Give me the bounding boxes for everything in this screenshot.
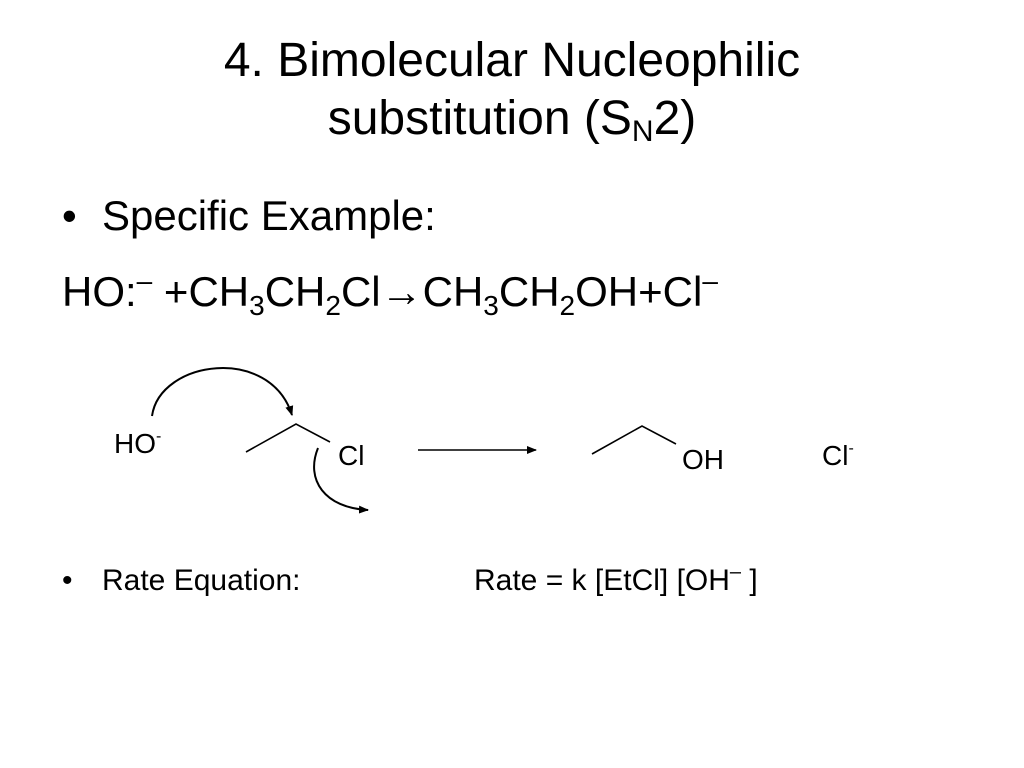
eq-sub-2: 2 (325, 290, 341, 321)
chloroethane-skeleton (245, 423, 331, 453)
rate-equation-formula: Rate = k [EtCl] [OH– ] (474, 561, 758, 598)
rate-formula-prefix: Rate = k [EtCl] [OH (474, 564, 730, 597)
rate-formula-charge: – (729, 561, 742, 583)
bullet-marker: • (62, 192, 77, 239)
eq-sub-1: 3 (249, 290, 265, 321)
reaction-equation: HO:– +CH3CH2Cl→CH3CH2OH+Cl– (62, 265, 718, 320)
title-line-2-prefix: substitution (S (327, 92, 632, 145)
eq-part-6: OH+Cl (575, 268, 703, 315)
title-line-2: substitution (SN2) (0, 90, 1024, 148)
title-line-2-suffix: 2) (653, 92, 697, 145)
specific-example-label: Specific Example: (102, 192, 436, 239)
eq-part-2: CH (264, 268, 326, 315)
eq-nucleophile: HO: (62, 268, 137, 315)
eq-part-3: Cl (340, 268, 381, 315)
curved-arrow-leaving-group (313, 447, 369, 514)
slide-title: 4. Bimolecular Nucleophilic substitution… (0, 32, 1024, 148)
scheme-hydroxyl-group: OH (682, 444, 724, 475)
ethanol-skeleton (591, 425, 677, 455)
eq-sub-3: 3 (483, 290, 499, 321)
eq-sub-4: 2 (559, 290, 576, 321)
eq-part-5: CH (498, 268, 560, 315)
eq-part-4: CH (422, 268, 484, 315)
eq-part-1: +CH (152, 268, 250, 315)
eq-arrow: → (380, 268, 423, 315)
rate-equation-label: Rate Equation: (102, 564, 301, 597)
rate-formula-suffix: ] (741, 564, 758, 597)
scheme-chloride-label: Cl (822, 440, 849, 471)
eq-nucleophile-charge: – (136, 265, 153, 296)
scheme-hydroxide: HO- (114, 428, 162, 459)
scheme-chloride-charge: - (848, 440, 854, 457)
bullet-specific-example: • Specific Example: (62, 192, 436, 240)
eq-chloride-charge: – (702, 265, 718, 296)
bullet-rate-equation: • Rate Equation: (62, 564, 300, 598)
title-line-1: 4. Bimolecular Nucleophilic (223, 34, 801, 87)
scheme-hydroxide-label: HO (114, 428, 156, 459)
scheme-chloride-ion: Cl- (822, 440, 854, 471)
title-subscript-n: N (631, 115, 654, 148)
scheme-chlorine-atom: Cl (338, 440, 365, 471)
scheme-hydroxide-charge: - (156, 428, 162, 445)
curved-arrow-nucleophilic-attack (151, 367, 294, 417)
bullet-marker: • (62, 564, 73, 597)
